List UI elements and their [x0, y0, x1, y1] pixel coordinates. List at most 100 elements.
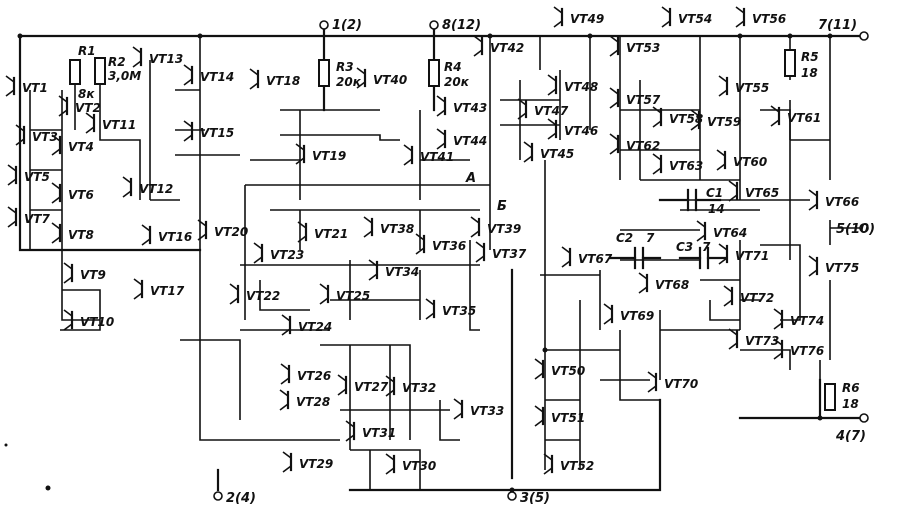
transistor-glyph-vt66	[808, 189, 819, 211]
label-vt24: VT24	[298, 320, 332, 334]
transistor-glyph-vt7	[7, 206, 18, 228]
label-vt62: VT62	[626, 139, 660, 153]
transistor-glyph-vt34	[368, 259, 379, 281]
pin-8-12-label: 8(12)	[442, 18, 481, 33]
label-vt60: VT60	[733, 155, 767, 169]
pin-3-5-label: 3(5)	[520, 491, 550, 506]
transistor-glyph-vt6	[51, 182, 62, 204]
transistor-glyph-vt8	[51, 222, 62, 244]
label-r4: R4	[444, 60, 462, 74]
label-vt53: VT53	[626, 41, 660, 55]
label-vt55: VT55	[735, 81, 769, 95]
label-vt2: VT2	[75, 101, 101, 115]
label-vt69: VT69	[620, 309, 654, 323]
transistor-glyph-vt19	[295, 143, 306, 165]
resistor-r4	[428, 59, 440, 87]
transistor-glyph-vt61	[770, 105, 781, 127]
transistor-glyph-vt60	[716, 149, 727, 171]
label-vt71: VT71	[735, 249, 769, 263]
transistor-glyph-vt70	[647, 371, 658, 393]
transistor-glyph-vt69	[603, 303, 614, 325]
transistor-glyph-vt71	[718, 243, 729, 265]
pin-2-4-terminal	[213, 491, 223, 501]
label-vt17: VT17	[150, 284, 185, 298]
pin-3-5-terminal	[507, 491, 517, 501]
transistor-glyph-vt11	[85, 112, 96, 134]
transistor-glyph-vt53	[609, 35, 620, 57]
label-vt63: VT63	[669, 159, 703, 173]
label-vt46: VT46	[564, 124, 598, 138]
label-vt4: VT4	[68, 140, 94, 154]
transistor-glyph-vt44	[436, 128, 447, 150]
label-vt50: VT50	[551, 364, 585, 378]
component-labels: R1 8к R2 3,0М R3 20к R4 20к R5 18 R6 18 …	[78, 44, 860, 411]
label-vt64: VT64	[713, 226, 747, 240]
label-vt56: VT56	[752, 12, 786, 26]
label-vt5: VT5	[24, 170, 50, 184]
label-vt44: VT44	[453, 134, 487, 148]
label-r3-value: 20к	[336, 75, 362, 89]
label-vt33: VT33	[470, 404, 504, 418]
label-vt14: VT14	[200, 70, 234, 84]
transistor-glyph-vt22	[229, 283, 240, 305]
transistor-glyph-vt56	[735, 6, 746, 28]
label-vt41: VT41	[420, 150, 454, 164]
transistor-glyph-vt20	[197, 219, 208, 241]
label-r2-value: 3,0М	[108, 69, 141, 83]
label-vt48: VT48	[564, 80, 598, 94]
label-vt31: VT31	[362, 426, 396, 440]
junction-dots	[4, 33, 833, 493]
capacitors	[608, 188, 727, 270]
transistor-glyph-vt37	[475, 241, 486, 263]
transistor-glyph-vt54	[661, 6, 672, 28]
label-vt8: VT8	[68, 228, 94, 242]
label-r3: R3	[336, 60, 354, 74]
transistor-glyph-vt16	[141, 224, 152, 246]
resistor-r6	[824, 383, 836, 411]
label-vt58: VT58	[669, 112, 703, 126]
label-vt27: VT27	[354, 380, 389, 394]
label-vt20: VT20	[214, 225, 248, 239]
transistor-glyph-vt30	[385, 453, 396, 475]
transistor-glyph-vt42	[473, 35, 484, 57]
transistor-glyph-vt45	[523, 141, 534, 163]
label-vt30: VT30	[402, 459, 436, 473]
transistor-glyph-vt31	[345, 420, 356, 442]
transistor-glyph-vt38	[363, 216, 374, 238]
label-vt76: VT76	[790, 344, 824, 358]
transistor-glyph-vt64	[696, 220, 707, 242]
resistors	[69, 49, 836, 411]
transistor-glyph-vt50	[534, 358, 545, 380]
label-r1: R1	[78, 44, 96, 58]
label-c3-value: 7	[702, 240, 711, 254]
transistor-glyph-vt35	[425, 298, 436, 320]
pin-4-7-terminal	[859, 413, 869, 423]
transistor-glyph-vt57	[609, 87, 620, 109]
label-vt67: VT67	[578, 252, 613, 266]
transistor-glyph-vt25	[319, 283, 330, 305]
label-vt59: VT59	[707, 115, 741, 129]
transistor-glyph-vt47	[517, 98, 528, 120]
capacitor-c3	[678, 246, 727, 270]
capacitor-c1	[658, 188, 722, 212]
transistor-glyph-vt13	[132, 46, 143, 68]
transistor-glyph-vt73	[728, 328, 739, 350]
resistor-r3	[318, 59, 330, 87]
label-vt36: VT36	[432, 239, 466, 253]
label-vt19: VT19	[312, 149, 346, 163]
transistor-glyph-vt24	[281, 314, 292, 336]
transistor-glyph-vt23	[253, 242, 264, 264]
transistor-glyph-vt1	[5, 75, 16, 97]
label-vt29: VT29	[299, 457, 333, 471]
label-vt7: VT7	[24, 212, 50, 226]
transistor-glyph-vt27	[337, 374, 348, 396]
label-c3: C3	[676, 240, 693, 254]
pin-5-10-label: 5(10)	[836, 222, 875, 237]
label-vt65: VT65	[745, 186, 779, 200]
label-r5-value: 18	[801, 66, 818, 80]
label-vt3: VT3	[32, 130, 58, 144]
label-vt9: VT9	[80, 268, 106, 282]
label-vt25: VT25	[336, 289, 370, 303]
resistor-r1	[69, 59, 81, 85]
